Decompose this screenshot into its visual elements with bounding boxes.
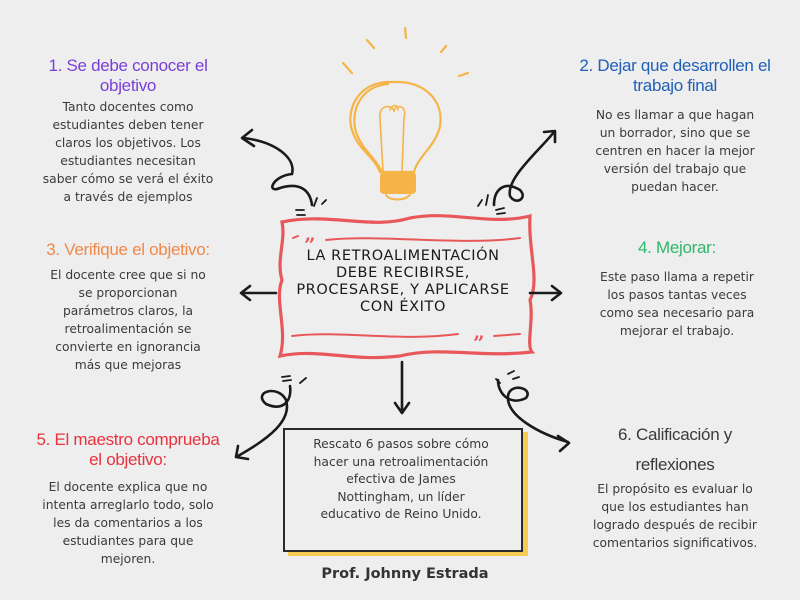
body-line: les da comentarios a los (53, 516, 203, 530)
body-line: estudiantes para que (62, 534, 194, 548)
title-line: el objetivo: (89, 450, 167, 469)
center-title-line: CON ÉXITO (359, 299, 447, 315)
step-2-body: No es llamar a que hagan un borrador, si… (566, 106, 784, 196)
body-line: los pasos tantas veces (607, 288, 747, 302)
body-line: a través de ejemplos (63, 190, 193, 204)
title-line: objetivo (99, 76, 157, 95)
body-line: logrado después de recibir (593, 518, 757, 532)
svg-text:”: ” (473, 331, 485, 355)
step-4-body: Este paso llama a repetir los pasos tant… (570, 268, 784, 340)
step-3-title: 3. Verifique el objetivo: (28, 240, 228, 260)
body-line: retroalimentación se (64, 322, 192, 336)
body-line: versión del trabajo que (603, 162, 747, 176)
body-line: El propósito es evaluar lo (597, 482, 753, 496)
body-line: Tanto docentes como (62, 100, 194, 114)
body-line: mejoren. (100, 552, 156, 566)
note-line: efectiva de James (346, 472, 456, 486)
body-line: mejorar el trabajo. (619, 324, 735, 338)
body-line: puedan hacer. (631, 180, 719, 194)
note-line: Nottingham, un líder (337, 489, 465, 504)
title-line: trabajo final (633, 76, 717, 95)
step-2: 2. Dejar que desarrollen el trabajo fina… (566, 56, 784, 196)
title-line: reflexiones (635, 455, 715, 474)
title-line: 2. Dejar que desarrollen el (579, 56, 771, 75)
body-line: saber cómo se verá el éxito (42, 172, 214, 186)
note-box (283, 428, 523, 552)
body-line: estudiantes deben tener (52, 118, 204, 132)
body-line: estudiantes necesitan (60, 154, 196, 168)
svg-text:”: ” (304, 233, 316, 257)
body-line: parámetros claros, la (62, 304, 194, 318)
body-line: un borrador, sino que se (599, 126, 751, 140)
step-3-body: El docente cree que si no se proporciona… (28, 266, 228, 374)
step-4-title: 4. Mejorar: (570, 238, 784, 258)
body-line: Este paso llama a repetir (600, 270, 754, 284)
title-line: 5. El maestro comprueba (36, 430, 220, 449)
note-text: Rescato 6 pasos sobre cómo hacer una ret… (293, 436, 509, 524)
step-1-title: 1. Se debe conocer el objetivo (18, 56, 238, 96)
lightbulb-icon (341, 26, 470, 201)
quote-marks: ” ” (304, 233, 485, 355)
body-line: se proporcionan (78, 286, 178, 300)
body-line: claros los objetivos. Los (55, 136, 201, 150)
note-line: Rescato 6 pasos sobre cómo (313, 437, 489, 451)
arrows (234, 128, 571, 461)
body-line: convierte en ignorancia (55, 340, 201, 354)
body-line: comentarios significativos. (592, 536, 758, 550)
step-2-title: 2. Dejar que desarrollen el trabajo fina… (566, 56, 784, 96)
title-line: 6. Calificación y (618, 425, 732, 444)
body-line: como sea necesario para (599, 306, 755, 320)
center-title-line: DEBE RECIBIRSE, (336, 265, 470, 281)
title-line: 4. Mejorar: (638, 238, 716, 257)
title-line: 3. Verifique el objetivo: (46, 240, 210, 259)
step-3: 3. Verifique el objetivo: El docente cre… (28, 240, 228, 374)
center-title-line: LA RETROALIMENTACIÓN (306, 248, 500, 264)
step-4: 4. Mejorar: Este paso llama a repetir lo… (570, 238, 784, 340)
body-line: más que mejoras (74, 358, 182, 372)
step-5-title: 5. El maestro comprueba el objetivo: (18, 430, 238, 470)
body-line: No es llamar a que hagan (595, 108, 755, 122)
step-6: 6. Calificación y reflexiones El propósi… (566, 420, 784, 552)
note-line: educativo de Reino Unido. (320, 507, 482, 521)
center-title-line: PROCESARSE, Y APLICARSE (296, 282, 510, 298)
motion-dashes (281, 194, 520, 384)
body-line: El docente cree que si no (50, 268, 206, 282)
author-credit: Prof. Johnny Estrada (321, 566, 489, 582)
title-line: 1. Se debe conocer el (48, 56, 208, 75)
step-1-body: Tanto docentes como estudiantes deben te… (18, 98, 238, 206)
body-line: intenta arreglarlo todo, solo (42, 498, 214, 512)
step-1: 1. Se debe conocer el objetivo Tanto doc… (18, 56, 238, 206)
step-5-body: El docente explica que no intenta arregl… (18, 478, 238, 568)
step-6-title: 6. Calificación y reflexiones (566, 420, 784, 480)
note-line: hacer una retroalimentación (313, 454, 489, 469)
step-6-body: El propósito es evaluar lo que los estud… (566, 480, 784, 552)
center-frame (277, 213, 536, 360)
step-5: 5. El maestro comprueba el objetivo: El … (18, 430, 238, 568)
body-line: que los estudiantes han (601, 500, 749, 514)
body-line: El docente explica que no (48, 480, 208, 494)
body-line: centren en hacer la mejor (595, 144, 755, 158)
center-title: LA RETROALIMENTACIÓN DEBE RECIBIRSE, PRO… (272, 248, 534, 316)
